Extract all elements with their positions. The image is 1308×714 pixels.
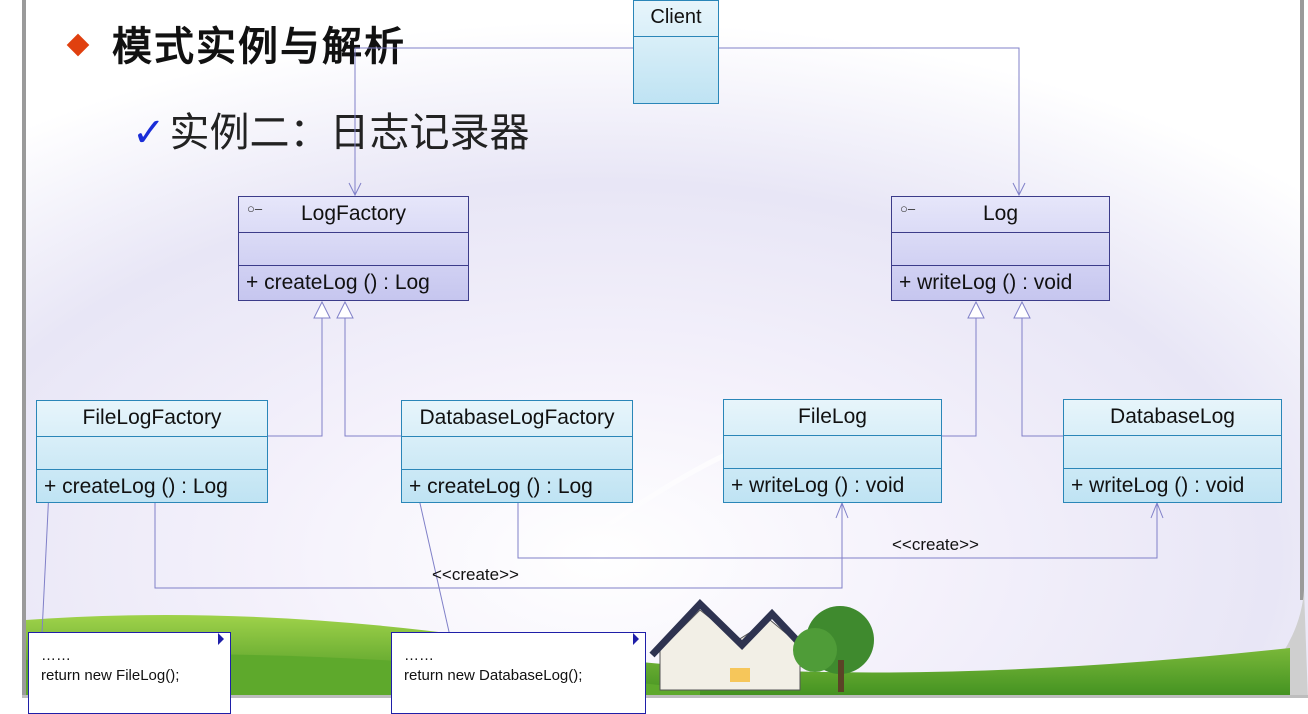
class-log[interactable]: ○– Log + writeLog () : void — [891, 196, 1110, 301]
class-databaselog[interactable]: DatabaseLog + writeLog () : void — [1063, 399, 1282, 503]
create-stereotype-label: <<create>> — [892, 535, 979, 554]
compartment-divider — [724, 468, 941, 469]
generalization-triangle-icon — [336, 300, 354, 319]
class-filelogfactory[interactable]: FileLogFactory + createLog () : Log — [36, 400, 268, 503]
compartment-divider — [1064, 468, 1281, 469]
class-client[interactable]: Client — [633, 0, 719, 104]
compartment-divider — [892, 265, 1109, 266]
filelog-generalization — [942, 318, 977, 437]
class-logfactory[interactable]: ○– LogFactory + createLog () : Log — [238, 196, 469, 301]
client-to-logfactory-association — [354, 47, 634, 195]
generalization-triangle-icon — [1013, 300, 1031, 319]
compartment-divider — [402, 436, 632, 437]
interface-lollipop-icon: ○– — [247, 201, 263, 216]
class-name: DatabaseLogFactory — [419, 406, 615, 429]
generalization-triangle-icon — [967, 300, 985, 319]
note-text: return new DatabaseLog(); — [404, 667, 583, 684]
class-operation: + writeLog () : void — [1071, 474, 1245, 497]
databaselogfactory-generalization — [344, 318, 402, 437]
client-to-log-association — [718, 47, 1020, 195]
checkmark-icon: ✓ — [132, 110, 166, 156]
compartment-divider — [239, 232, 468, 233]
compartment-divider — [239, 265, 468, 266]
compartment-divider — [1064, 435, 1281, 436]
create-dependency-databaselog — [517, 503, 1158, 559]
class-name: DatabaseLog — [1110, 405, 1235, 428]
class-operation: + writeLog () : void — [899, 271, 1073, 294]
class-operation: + createLog () : Log — [246, 271, 430, 294]
arrowhead-icon — [1012, 182, 1026, 197]
databaselog-generalization — [1021, 318, 1063, 437]
note-anchor-line — [416, 489, 453, 646]
subheading-text: 实例二：日志记录器 — [169, 110, 530, 156]
interface-lollipop-icon: ○– — [900, 201, 916, 216]
class-name: FileLog — [798, 405, 867, 428]
class-name: FileLogFactory — [82, 406, 222, 429]
note-anchor-line — [41, 489, 50, 634]
note-text: …… — [404, 647, 434, 664]
slide-subheading: ✓实例二：日志记录器 — [132, 100, 530, 158]
class-operation: + createLog () : Log — [44, 475, 228, 498]
class-name: Client — [650, 6, 702, 28]
compartment-divider — [402, 469, 632, 470]
compartment-divider — [724, 435, 941, 436]
create-stereotype-label: <<create>> — [432, 565, 519, 584]
class-name: Log — [982, 202, 1019, 225]
note-databaselogfactory[interactable]: …… return new DatabaseLog(); — [391, 632, 646, 714]
note-filelogfactory[interactable]: …… return new FileLog(); — [28, 632, 231, 714]
note-text: return new FileLog(); — [41, 667, 180, 684]
filelogfactory-generalization — [268, 318, 323, 437]
class-databaselogfactory[interactable]: DatabaseLogFactory + createLog () : Log — [401, 400, 633, 503]
compartment-divider — [634, 36, 718, 37]
class-operation: + writeLog () : void — [731, 474, 905, 497]
class-filelog[interactable]: FileLog + writeLog () : void — [723, 399, 942, 503]
arrowhead-icon — [835, 501, 849, 519]
note-text: …… — [41, 647, 71, 664]
generalization-triangle-icon — [313, 300, 331, 319]
compartment-divider — [37, 469, 267, 470]
compartment-divider — [37, 436, 267, 437]
arrowhead-icon — [348, 182, 362, 197]
arrowhead-icon — [1150, 501, 1164, 519]
compartment-divider — [892, 232, 1109, 233]
create-dependency-filelog — [154, 503, 843, 589]
class-name: LogFactory — [300, 202, 407, 225]
class-operation: + createLog () : Log — [409, 475, 593, 498]
